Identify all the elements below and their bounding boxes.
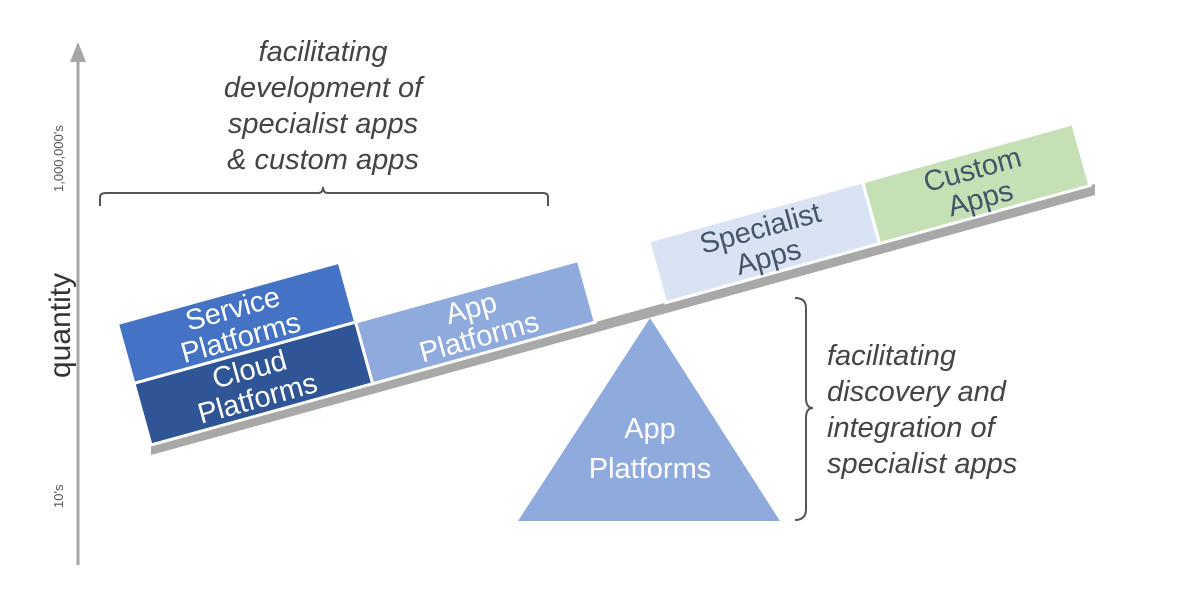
vertical-axis	[70, 42, 86, 565]
top-note-line-4: & custom apps	[227, 144, 419, 176]
axis-label: quantity	[44, 273, 77, 378]
right-note: facilitating discovery and integration o…	[827, 340, 1017, 480]
axis-arrow-icon	[70, 42, 86, 62]
right-note-line-2: discovery and	[827, 376, 1007, 408]
fulcrum-label-line-2: Platforms	[589, 453, 711, 485]
top-note-line-3: specialist apps	[228, 108, 418, 140]
fulcrum-triangle	[518, 318, 780, 521]
axis-top-tick: 1,000,000's	[51, 125, 66, 192]
top-note: facilitating development of specialist a…	[224, 36, 425, 176]
app-platforms-block	[353, 258, 598, 386]
right-note-line-4: specialist apps	[827, 448, 1017, 480]
axis-bottom-tick: 10's	[51, 484, 66, 508]
seesaw-beam	[151, 184, 1095, 455]
right-brace	[794, 297, 814, 521]
top-note-line-2: development of	[224, 72, 425, 104]
right-note-line-3: integration of	[827, 412, 998, 444]
service-platforms-block	[115, 260, 358, 386]
fulcrum-label-line-1: App	[624, 413, 676, 445]
custom-apps-block	[860, 121, 1092, 246]
right-note-line-1: facilitating	[827, 340, 956, 372]
top-brace	[99, 186, 549, 206]
top-note-line-1: facilitating	[259, 36, 388, 68]
